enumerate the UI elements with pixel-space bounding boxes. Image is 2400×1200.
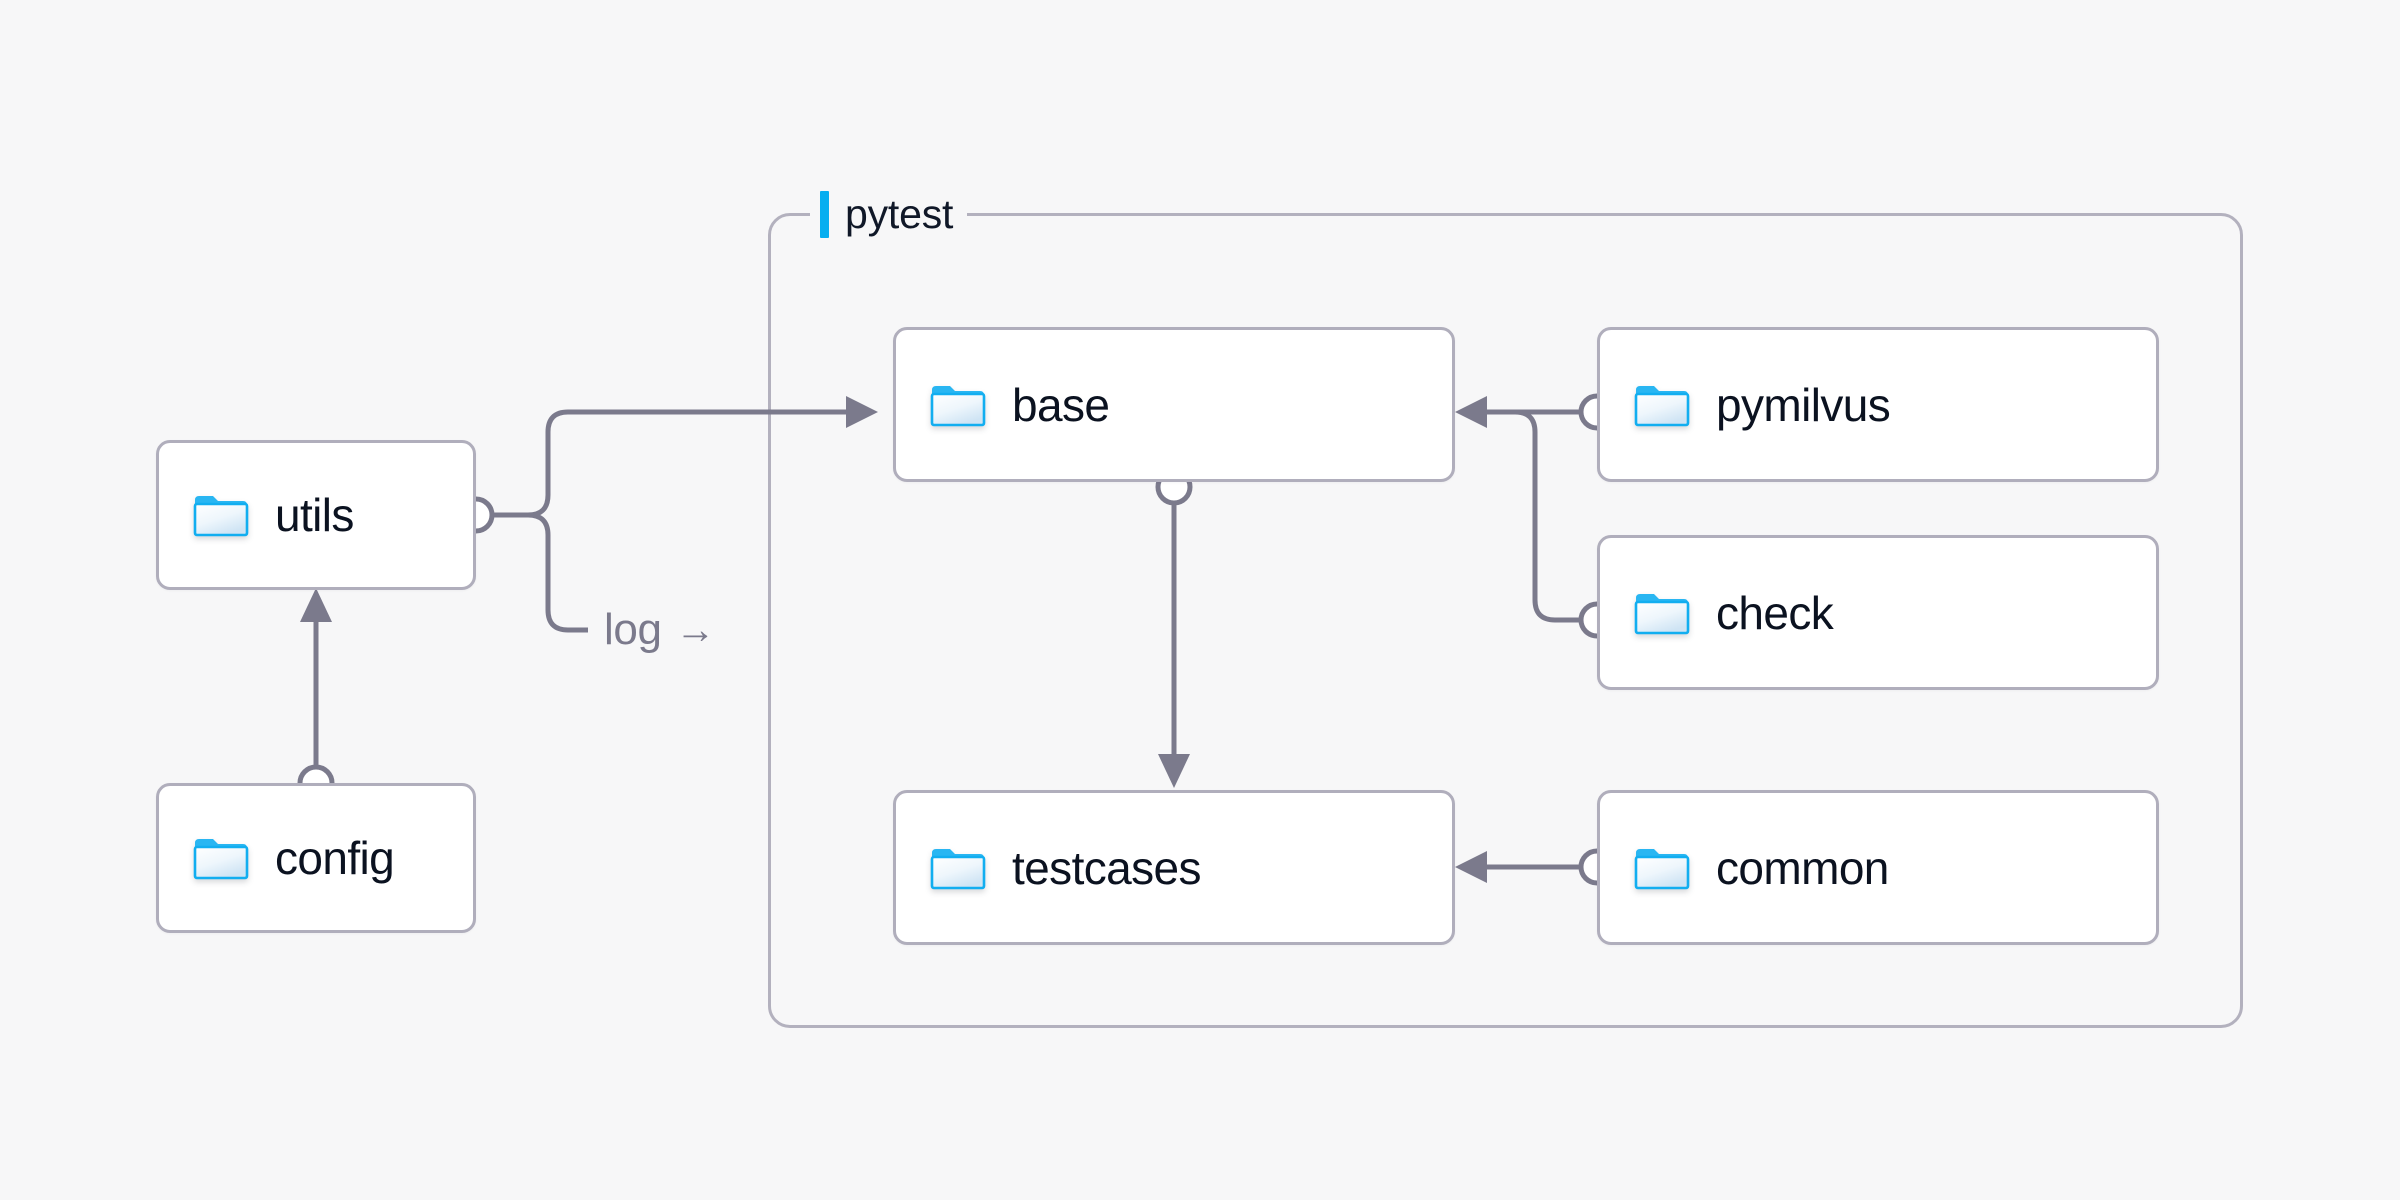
node-base-label: base xyxy=(1012,378,1110,431)
node-common[interactable]: common xyxy=(1597,790,2159,945)
folder-icon xyxy=(930,385,986,426)
node-utils[interactable]: utils xyxy=(156,440,476,590)
node-config[interactable]: config xyxy=(156,783,476,933)
edge-label-log: log → xyxy=(604,605,716,654)
edge-utils-log xyxy=(492,512,588,633)
node-pymilvus[interactable]: pymilvus xyxy=(1597,327,2159,482)
node-pymilvus-label: pymilvus xyxy=(1716,378,1891,431)
edge-label-log-text: log xyxy=(604,605,662,654)
group-pytest-label-text: pytest xyxy=(845,190,954,237)
node-common-label: common xyxy=(1716,841,1889,894)
node-testcases-label: testcases xyxy=(1012,841,1202,894)
folder-icon xyxy=(930,848,986,889)
group-accent-bar xyxy=(820,190,829,238)
group-pytest[interactable] xyxy=(768,213,2243,1028)
node-config-label: config xyxy=(275,832,395,884)
folder-icon xyxy=(193,839,249,880)
node-utils-label: utils xyxy=(275,489,354,541)
node-check[interactable]: check xyxy=(1597,535,2159,690)
folder-icon xyxy=(1634,848,1690,889)
folder-icon xyxy=(193,496,249,537)
folder-icon xyxy=(1634,385,1690,426)
folder-icon xyxy=(1634,593,1690,634)
node-base[interactable]: base xyxy=(893,327,1455,482)
node-check-label: check xyxy=(1716,586,1834,639)
arrow-right-icon: → xyxy=(675,608,716,652)
edge-config-utils xyxy=(297,588,335,802)
node-testcases[interactable]: testcases xyxy=(893,790,1455,945)
group-pytest-label: pytest xyxy=(810,183,968,245)
